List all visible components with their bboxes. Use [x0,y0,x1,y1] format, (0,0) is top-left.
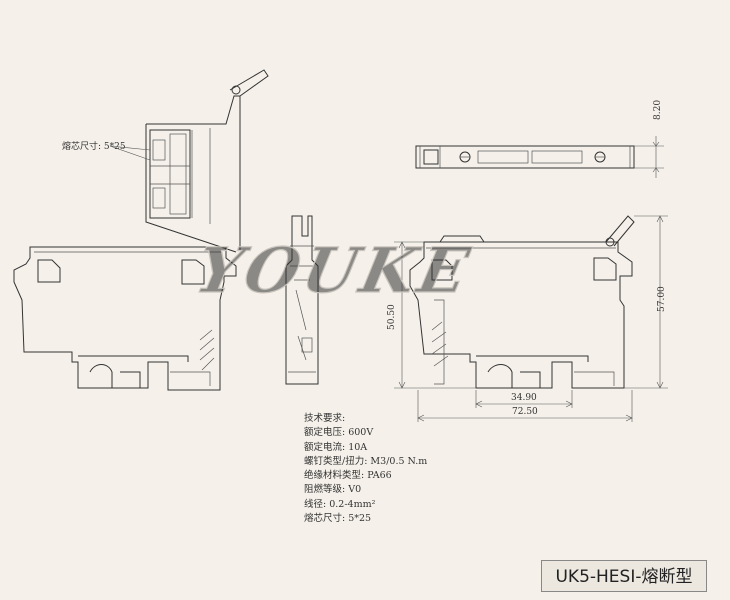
right-view-dimensions: 50.50 57.00 34.90 72.50 [387,215,668,422]
dim-top-height: 8.20 [653,100,663,120]
watermark-logo: YOUKE [190,234,479,307]
spec-line: 额定电压: 600V [304,427,374,439]
model-label: UK5-HESI-熔断型 [541,560,707,592]
spec-line: 绝缘材料类型: PA66 [304,470,392,482]
dim-overall-width: 72.50 [512,407,538,417]
top-view: 8.20 [415,100,664,178]
spec-line: 额定电流: 10A [304,441,368,453]
fuse-callout-label: 熔芯尺寸: 5*25 [62,140,126,152]
front-view [285,215,319,385]
spec-line: 螺钉类型/扭力: M3/0.5 N.m [304,455,428,467]
specs-title: 技术要求: [304,413,346,424]
technical-specs: 技术要求: 额定电压: 600V 额定电流: 10A 螺钉类型/扭力: M3/0… [304,412,427,526]
left-side-view-open [13,69,269,391]
dim-height-right: 57.00 [657,286,667,312]
spec-line: 阻燃等级: V0 [304,484,362,496]
dim-rail-width: 34.90 [511,393,537,403]
spec-line: 熔芯尺寸: 5*25 [304,513,372,525]
fuse-size-callout: 熔芯尺寸: 5*25 [62,140,151,161]
spec-line: 线径: 0.2-4mm² [304,498,376,510]
right-side-view [409,215,635,389]
dim-height-left: 50.50 [387,304,397,330]
